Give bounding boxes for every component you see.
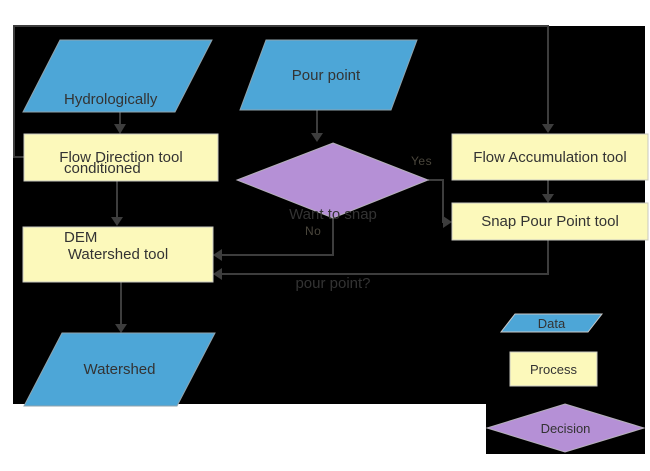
- node-flow-accumulation-shape: [451, 133, 649, 181]
- node-dem-label-line2: conditioned: [64, 160, 141, 177]
- node-decision-label: Want to snap pour point?: [237, 157, 429, 341]
- node-watershed-tool-label: Watershed tool: [67, 246, 169, 263]
- node-snap-pour-point-shape: [451, 202, 649, 241]
- arrowhead-dem-to-flowdirection: [114, 124, 126, 134]
- arrowhead-into-flowaccumulation: [542, 124, 554, 133]
- arrowhead-into-decision: [311, 133, 323, 142]
- arrowhead-into-watershedtool-right-lower: [213, 268, 222, 280]
- node-decision-label-line1: Want to snap: [289, 206, 377, 223]
- arrowhead-into-snappourpoint-left: [443, 216, 452, 228]
- arrowhead-into-watershedtool-right-upper: [213, 249, 222, 261]
- node-watershed-tool-shape: [22, 226, 214, 283]
- legend-process-label: Process: [530, 361, 577, 377]
- legend-process-shape: [509, 351, 598, 387]
- legend-data-label: Data: [537, 315, 566, 331]
- edge-label-yes: Yes: [411, 154, 433, 168]
- node-dem-label-line3: DEM: [64, 229, 98, 246]
- edge-label-no: No: [305, 224, 322, 238]
- node-flow-direction-label: Flow Direction tool: [59, 149, 183, 166]
- legend-data-shape: [499, 313, 604, 333]
- node-decision-shape: [235, 142, 430, 219]
- arrowhead-into-snappourpoint-top: [542, 194, 554, 203]
- arrowhead-into-watershedtool-top: [111, 217, 123, 226]
- arrowhead-into-watershed: [115, 324, 127, 333]
- node-pour-point-shape: [239, 39, 418, 111]
- node-flow-accumulation-label: Flow Accumulation tool: [473, 148, 627, 166]
- node-watershed-label: Watershed: [83, 361, 156, 378]
- node-pour-point-label: Pour point: [291, 66, 361, 84]
- node-watershed-shape: [23, 332, 216, 407]
- node-flow-direction-shape: [23, 133, 219, 182]
- edge-flowdirection-to-flowaccumulation: [13, 25, 549, 158]
- legend-decision-shape: [485, 403, 646, 453]
- node-decision-label-line2: pour point?: [295, 275, 371, 292]
- node-snap-pour-point-label: Snap Pour Point tool: [481, 213, 619, 230]
- node-dem-label-line1: Hydrologically: [64, 91, 158, 108]
- legend-decision-label: Decision: [540, 420, 591, 436]
- edge-decision-no-to-watershedtool: [222, 218, 334, 256]
- edge-snappourpoint-to-watershedtool: [222, 240, 549, 275]
- node-dem-shape: [22, 39, 213, 113]
- node-dem-label: Hydrologically conditioned DEM: [64, 42, 214, 295]
